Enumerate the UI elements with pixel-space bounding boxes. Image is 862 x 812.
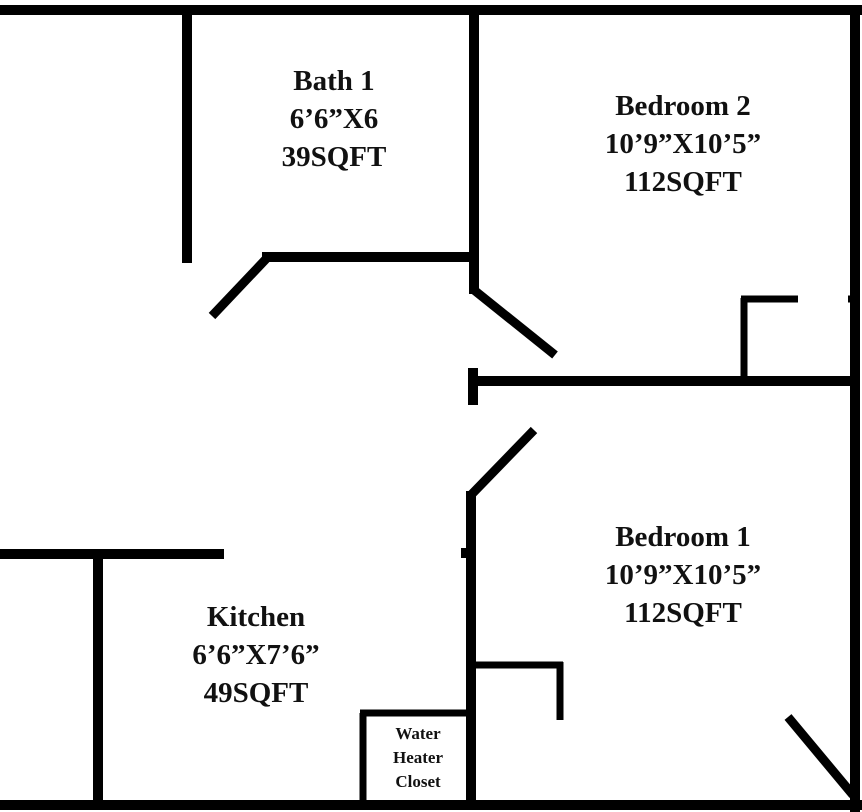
bath1-name: Bath 1 <box>293 65 375 97</box>
bath-door <box>208 255 270 320</box>
water-heater-closet-label: Water Heater Closet <box>366 722 470 794</box>
bedroom2-dimensions: 10’9”X10’5” <box>604 128 762 160</box>
bath1-label: Bath 1 6’6”X6 39SQFT <box>234 62 434 176</box>
water-heater-closet-line3: Closet <box>395 772 441 791</box>
kitchen-area: 49SQFT <box>203 677 309 709</box>
bedroom1-area: 112SQFT <box>624 597 742 629</box>
bath1-area: 39SQFT <box>281 141 387 173</box>
bath1-dimensions: 6’6”X6 <box>289 103 379 135</box>
kitchen-label: Kitchen 6’6”X7’6” 49SQFT <box>146 598 366 712</box>
water-heater-closet-line2: Heater <box>392 748 444 767</box>
bedroom2-name: Bedroom 2 <box>615 90 751 122</box>
bedroom1-door <box>467 426 538 499</box>
bedroom2-door <box>471 286 558 359</box>
bedroom1-closet-door <box>784 714 857 798</box>
kitchen-name: Kitchen <box>206 601 306 633</box>
bedroom1-label: Bedroom 1 10’9”X10’5” 112SQFT <box>563 518 803 632</box>
bedroom2-area: 112SQFT <box>624 166 742 198</box>
kitchen-dimensions: 6’6”X7’6” <box>192 639 320 671</box>
bedroom2-label: Bedroom 2 10’9”X10’5” 112SQFT <box>563 87 803 201</box>
water-heater-closet-line1: Water <box>395 724 441 743</box>
bedroom1-name: Bedroom 1 <box>615 521 751 553</box>
bedroom1-dimensions: 10’9”X10’5” <box>604 559 762 591</box>
